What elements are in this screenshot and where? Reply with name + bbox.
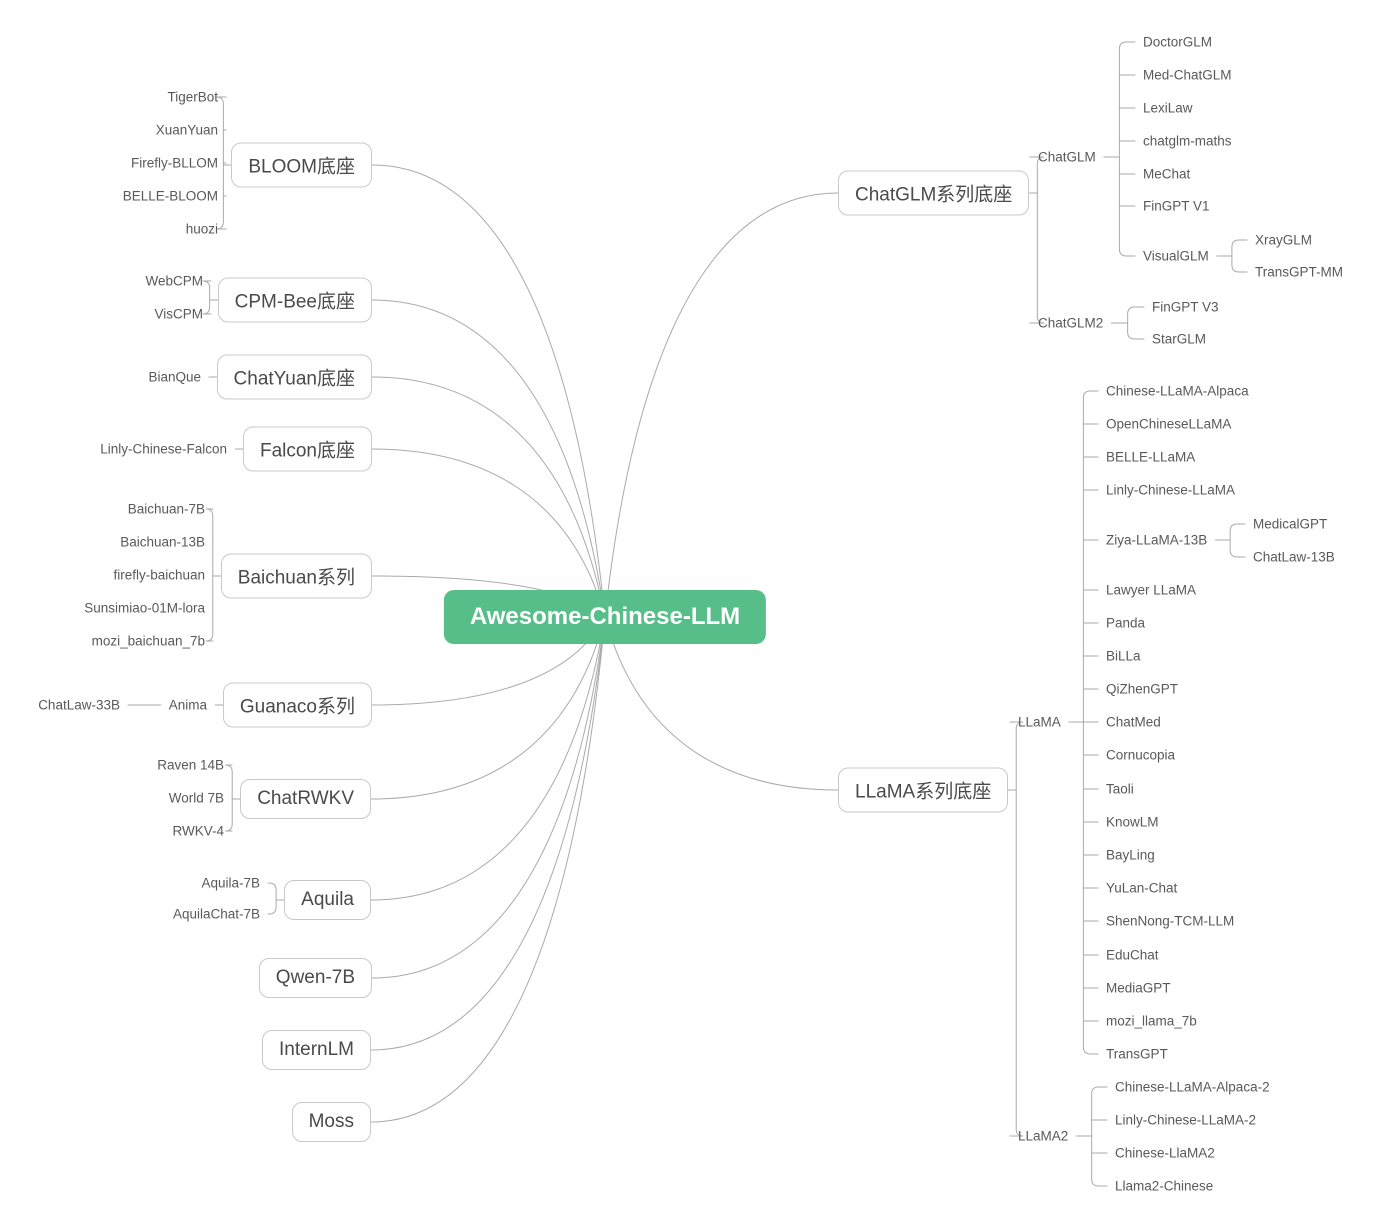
node-llama2-chinese[interactable]: Llama2-Chinese [1115, 1178, 1214, 1194]
node-chatglm2[interactable]: ChatGLM2 [1038, 315, 1104, 331]
node-baichuan-7b[interactable]: Baichuan-7B [127, 501, 205, 517]
node-moss[interactable]: Moss [291, 1102, 371, 1142]
node-sunsimiao-01m-lora[interactable]: Sunsimiao-01M-lora [84, 600, 205, 616]
node-linly-chinese-llama-2[interactable]: Linly-Chinese-LLaMA-2 [1115, 1112, 1257, 1128]
node-medicalgpt[interactable]: MedicalGPT [1253, 516, 1328, 532]
node-fingpt-v3[interactable]: FinGPT V3 [1152, 299, 1219, 315]
node-chatglm[interactable]: ChatGLM [1038, 149, 1096, 165]
node-fingpt-v1[interactable]: FinGPT V1 [1143, 198, 1210, 214]
node-awesome-chinese-llm[interactable]: Awesome-Chinese-LLM [443, 590, 767, 644]
node-llama[interactable]: LLaMA [1018, 714, 1061, 730]
node-chinese-llama-alpaca[interactable]: Chinese-LLaMA-Alpaca [1106, 383, 1249, 399]
node-llama2[interactable]: LLaMA2 [1018, 1128, 1069, 1144]
node-transgpt[interactable]: TransGPT [1106, 1046, 1168, 1062]
node-visualglm[interactable]: VisualGLM [1143, 248, 1209, 264]
node-rwkv-4[interactable]: RWKV-4 [172, 823, 224, 839]
node-aquila[interactable]: Aquila [284, 880, 371, 920]
node-chatrwkv[interactable]: ChatRWKV [240, 779, 371, 819]
node-baichuan-13b[interactable]: Baichuan-13B [120, 534, 205, 550]
node-shennong-tcm-llm[interactable]: ShenNong-TCM-LLM [1106, 913, 1235, 929]
node-knowlm[interactable]: KnowLM [1106, 814, 1159, 830]
node-qizhengpt[interactable]: QiZhenGPT [1106, 681, 1179, 697]
node-chinese-llama-alpaca-2[interactable]: Chinese-LLaMA-Alpaca-2 [1115, 1079, 1270, 1095]
node-cornucopia[interactable]: Cornucopia [1106, 747, 1176, 763]
node-transgpt-mm[interactable]: TransGPT-MM [1255, 264, 1344, 280]
node-xuanyuan[interactable]: XuanYuan [155, 122, 218, 138]
node-viscpm[interactable]: VisCPM [154, 306, 203, 322]
node-mediagpt[interactable]: MediaGPT [1106, 980, 1171, 996]
node-mechat[interactable]: MeChat [1143, 166, 1191, 182]
node-chinese-llama2[interactable]: Chinese-LlaMA2 [1115, 1145, 1215, 1161]
node-belle-llama[interactable]: BELLE-LLaMA [1106, 449, 1196, 465]
node-aquilachat-7b[interactable]: AquilaChat-7B [172, 906, 260, 922]
node-linly-chinese-falcon[interactable]: Linly-Chinese-Falcon [100, 441, 227, 457]
node-billa[interactable]: BiLLa [1106, 648, 1141, 664]
node-chatmed[interactable]: ChatMed [1106, 714, 1161, 730]
node-mozi-llama-7b[interactable]: mozi_llama_7b [1106, 1013, 1197, 1029]
node-linly-chinese-llama[interactable]: Linly-Chinese-LLaMA [1106, 482, 1236, 498]
node-chatglm-series-base[interactable]: ChatGLM系列底座 [838, 170, 1030, 216]
node-openchinesellama[interactable]: OpenChineseLLaMA [1106, 416, 1232, 432]
node-firefly-baichuan[interactable]: firefly-baichuan [113, 567, 205, 583]
node-cpm-bee-base[interactable]: CPM-Bee底座 [217, 277, 372, 323]
node-qwen-7b[interactable]: Qwen-7B [258, 958, 372, 998]
node-firefly-bllom[interactable]: Firefly-BLLOM [130, 155, 218, 171]
node-bloom-base[interactable]: BLOOM底座 [231, 142, 372, 188]
node-ziya-llama-13b[interactable]: Ziya-LLaMA-13B [1106, 532, 1208, 548]
node-world-7b[interactable]: World 7B [168, 790, 224, 806]
node-anima[interactable]: Anima [168, 697, 207, 713]
node-tigerbot[interactable]: TigerBot [167, 89, 218, 105]
node-raven-14b[interactable]: Raven 14B [157, 757, 224, 773]
node-panda[interactable]: Panda [1106, 615, 1146, 631]
node-chatglm-maths[interactable]: chatglm-maths [1143, 133, 1232, 149]
node-aquila-7b[interactable]: Aquila-7B [201, 875, 260, 891]
node-webcpm[interactable]: WebCPM [145, 273, 203, 289]
node-mozi-baichuan-7b[interactable]: mozi_baichuan_7b [91, 633, 205, 649]
node-educhat[interactable]: EduChat [1106, 947, 1159, 963]
node-internlm[interactable]: InternLM [262, 1030, 371, 1070]
node-yulan-chat[interactable]: YuLan-Chat [1106, 880, 1178, 896]
node-med-chatglm[interactable]: Med-ChatGLM [1143, 67, 1232, 83]
node-bianque[interactable]: BianQue [148, 369, 201, 385]
node-huozi[interactable]: huozi [185, 221, 218, 237]
node-starglm[interactable]: StarGLM [1152, 331, 1207, 347]
node-guanaco-series[interactable]: Guanaco系列 [222, 682, 372, 728]
node-taoli[interactable]: Taoli [1106, 781, 1134, 797]
node-belle-bloom[interactable]: BELLE-BLOOM [122, 188, 218, 204]
node-lawyer-llama[interactable]: Lawyer LLaMA [1106, 582, 1197, 598]
node-bayling[interactable]: BayLing [1106, 847, 1155, 863]
node-falcon-base[interactable]: Falcon底座 [242, 426, 372, 472]
node-baichuan-series[interactable]: Baichuan系列 [220, 553, 372, 599]
node-xrayglm[interactable]: XrayGLM [1255, 232, 1313, 248]
node-chatlaw-33b[interactable]: ChatLaw-33B [38, 697, 120, 713]
node-doctorglm[interactable]: DoctorGLM [1143, 34, 1213, 50]
node-chatyuan-base[interactable]: ChatYuan底座 [216, 354, 372, 400]
node-llama-series-base[interactable]: LLaMA系列底座 [838, 767, 1009, 813]
node-chatlaw-13b[interactable]: ChatLaw-13B [1253, 549, 1335, 565]
node-lexilaw[interactable]: LexiLaw [1143, 100, 1193, 116]
